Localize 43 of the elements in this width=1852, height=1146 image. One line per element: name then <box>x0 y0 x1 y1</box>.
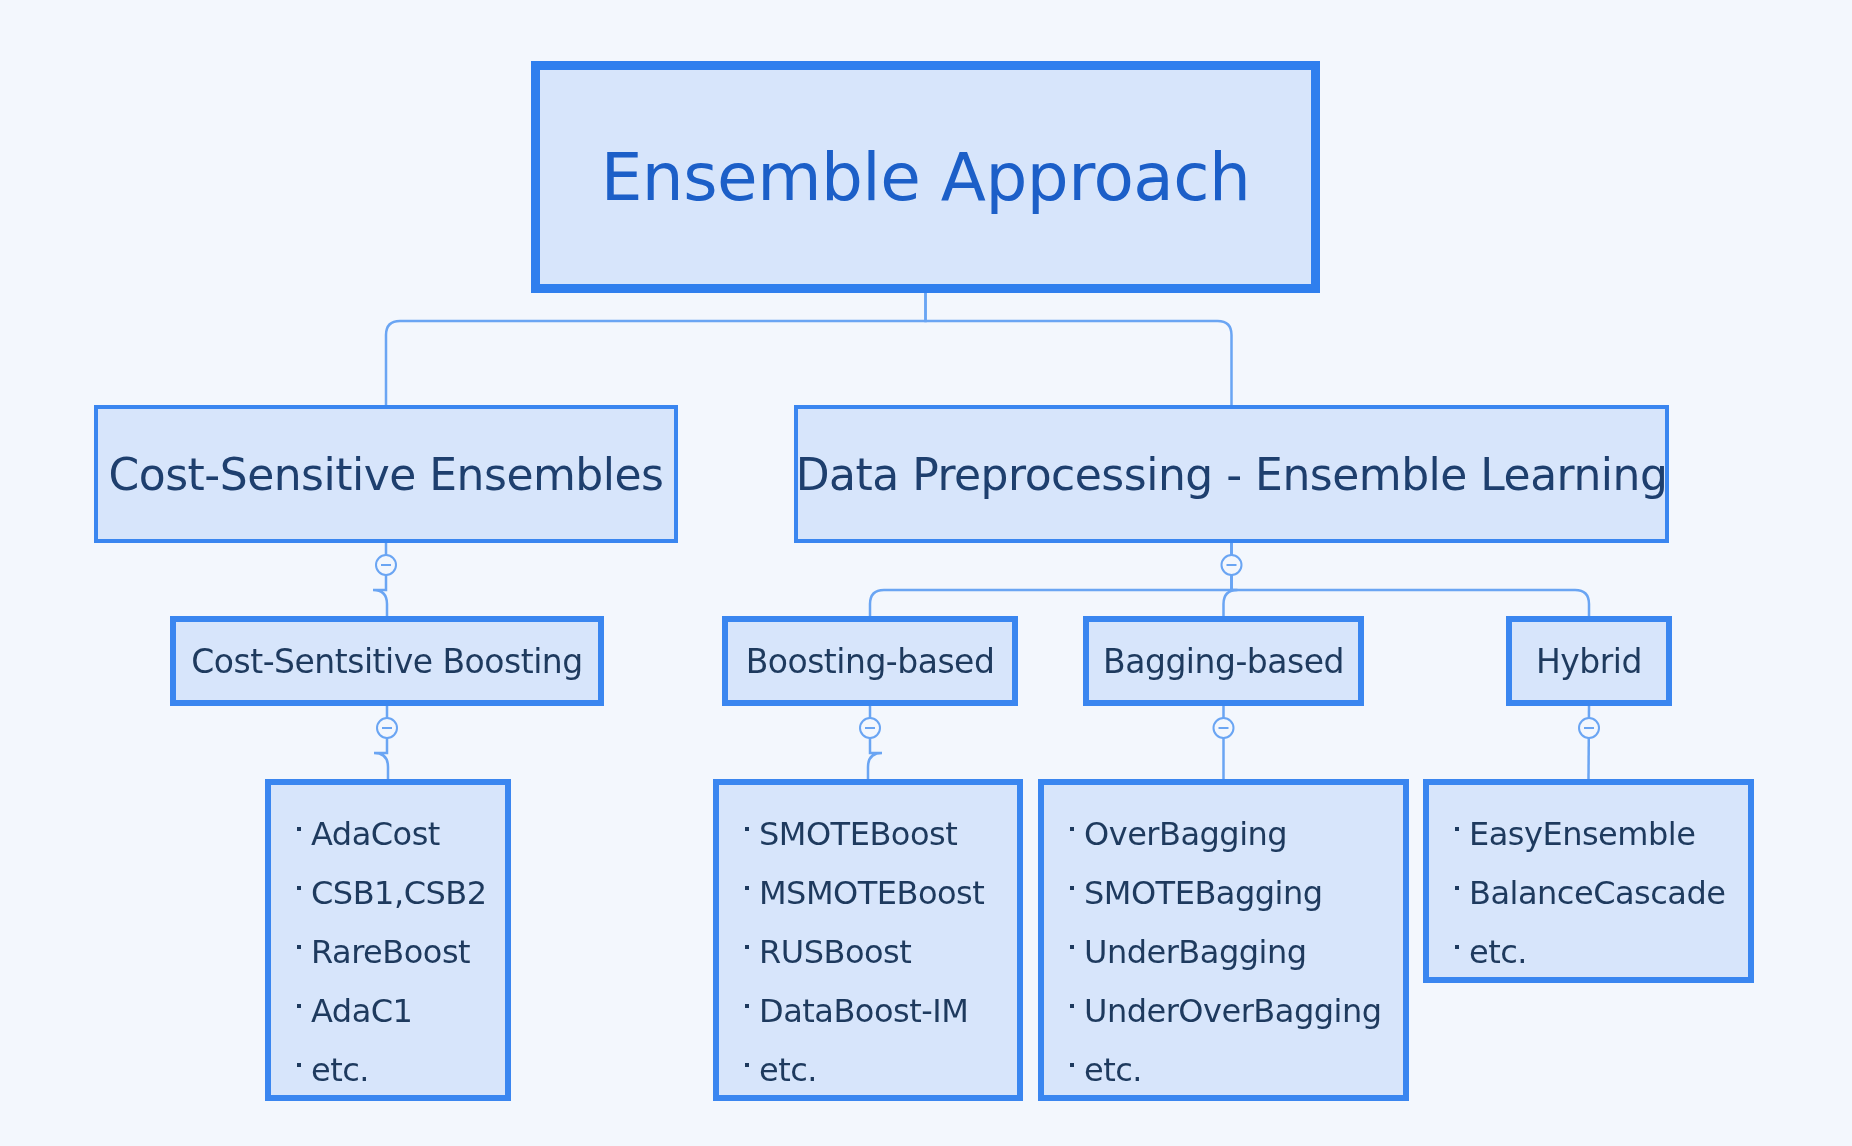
box-title: Bagging-based <box>1103 641 1344 681</box>
box-title: Cost-Sentsitive Boosting <box>191 641 583 681</box>
list-item: BalanceCascade <box>1455 864 1726 923</box>
list-item: RUSBoost <box>745 923 912 982</box>
connector-line <box>924 293 1233 405</box>
list-item: CSB1,CSB2 <box>297 864 487 923</box>
box-title: Cost-Sensitive Ensembles <box>108 448 664 500</box>
box-title: Data Preprocessing - Ensemble Learning <box>795 448 1668 500</box>
list-item: UnderBagging <box>1070 923 1307 982</box>
connector-line <box>372 706 390 779</box>
box-title: Hybrid <box>1536 641 1642 681</box>
list-box <box>713 779 1023 1101</box>
connector-line <box>866 706 884 779</box>
box-title: Ensemble Approach <box>600 138 1251 216</box>
category-box <box>1083 616 1364 706</box>
category-box <box>794 405 1669 543</box>
connector-line <box>371 543 389 616</box>
category-box <box>1506 616 1672 706</box>
connector-line <box>1222 706 1225 779</box>
list-item: etc. <box>1070 1041 1142 1100</box>
list-item: AdaCost <box>297 805 440 864</box>
list-item: etc. <box>745 1041 817 1100</box>
list-box <box>265 779 511 1101</box>
connector-line <box>1587 706 1591 779</box>
list-item: etc. <box>1455 923 1527 982</box>
list-item: EasyEnsemble <box>1455 805 1696 864</box>
category-box <box>722 616 1018 706</box>
list-item: DataBoost-IM <box>745 982 969 1041</box>
list-item: etc. <box>297 1041 369 1100</box>
list-item: RareBoost <box>297 923 471 982</box>
list-box <box>1423 779 1754 983</box>
category-box <box>531 61 1320 293</box>
box-title: Boosting-based <box>745 641 995 681</box>
list-item: OverBagging <box>1070 805 1288 864</box>
list-box <box>1038 779 1409 1101</box>
list-item: SMOTEBoost <box>745 805 958 864</box>
list-item: UnderOverBagging <box>1070 982 1382 1041</box>
list-item: SMOTEBagging <box>1070 864 1323 923</box>
category-box <box>170 616 604 706</box>
category-box <box>94 405 678 543</box>
connector-line <box>1230 543 1591 616</box>
list-item: MSMOTEBoost <box>745 864 985 923</box>
list-item: AdaC1 <box>297 982 413 1041</box>
